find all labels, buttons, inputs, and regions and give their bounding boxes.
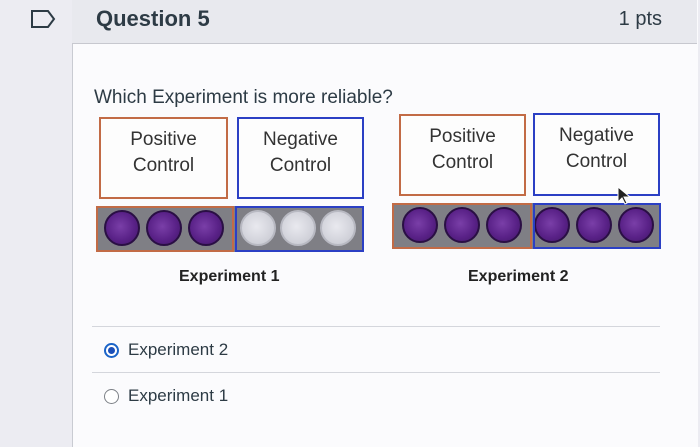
experiment-1-label: Experiment 1 (179, 268, 280, 285)
exp2-negative-plate-frame (533, 203, 661, 249)
exp1-positive-plate-frame (96, 206, 234, 252)
answer-radio-experiment-2[interactable] (104, 343, 119, 358)
exp1-positive-well (104, 210, 140, 246)
exp2-negative-well (576, 207, 612, 243)
exp2-negative-control-box: Negative Control (533, 113, 660, 196)
answer-label-experiment-1[interactable]: Experiment 1 (128, 386, 229, 405)
exp1-positive-well (146, 210, 182, 246)
answer-label-experiment-2[interactable]: Experiment 2 (128, 340, 229, 359)
exp1-positive-label-line1: Positive (130, 129, 197, 150)
exp1-positive-well (188, 210, 224, 246)
exp2-negative-well (618, 207, 654, 243)
question-title: Question 5 (96, 6, 210, 31)
exp2-positive-well (444, 207, 480, 243)
exp1-negative-well (280, 210, 316, 246)
exp2-positive-well (402, 207, 438, 243)
exp2-well-plate (392, 203, 661, 249)
answer-radio-experiment-1[interactable] (104, 389, 119, 404)
exp1-negative-label-line2: Control (269, 155, 332, 176)
divider (92, 326, 660, 327)
exp2-positive-well (486, 207, 522, 243)
exp1-negative-label-line1: Negative (263, 129, 338, 150)
question-header (72, 0, 697, 44)
exp2-positive-label-line2: Control (431, 152, 494, 173)
exp2-positive-plate-frame (392, 203, 532, 249)
exp2-positive-control-box: Positive Control (399, 114, 526, 196)
divider (92, 372, 660, 373)
exp2-negative-label-line2: Control (565, 151, 628, 172)
exp1-well-plate (96, 206, 364, 252)
points-label: 1 pts (618, 8, 662, 30)
exp1-positive-label-line2: Control (132, 155, 195, 176)
exp2-negative-well (534, 207, 570, 243)
exp2-positive-label-line1: Positive (429, 126, 496, 147)
exp1-positive-control-box: Positive Control (99, 117, 228, 199)
exp1-negative-plate-frame (235, 206, 364, 252)
exp1-negative-control-box: Negative Control (237, 117, 364, 199)
mouse-cursor-icon (617, 186, 632, 205)
exp2-negative-label-line1: Negative (559, 125, 634, 146)
exp1-negative-well (320, 210, 356, 246)
experiment-2-label: Experiment 2 (468, 268, 569, 285)
flag-bookmark-icon[interactable] (30, 9, 56, 29)
exp1-negative-well (240, 210, 276, 246)
question-text: Which Experiment is more reliable? (94, 87, 393, 108)
